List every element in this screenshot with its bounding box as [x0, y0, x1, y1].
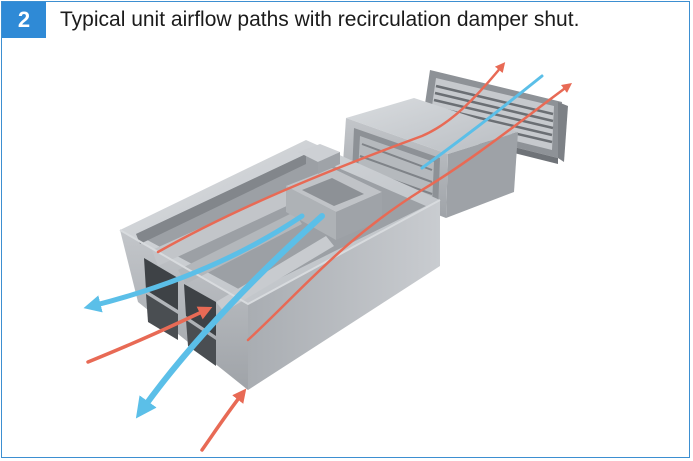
figure-number-badge: 2	[2, 2, 46, 38]
return-airflow-arrows	[83, 74, 544, 419]
figure-caption: Typical unit airflow paths with recircul…	[60, 8, 580, 31]
main-unit-casing	[119, 140, 441, 390]
supply-airflow-arrows	[86, 62, 573, 452]
unit-illustration	[83, 62, 573, 452]
